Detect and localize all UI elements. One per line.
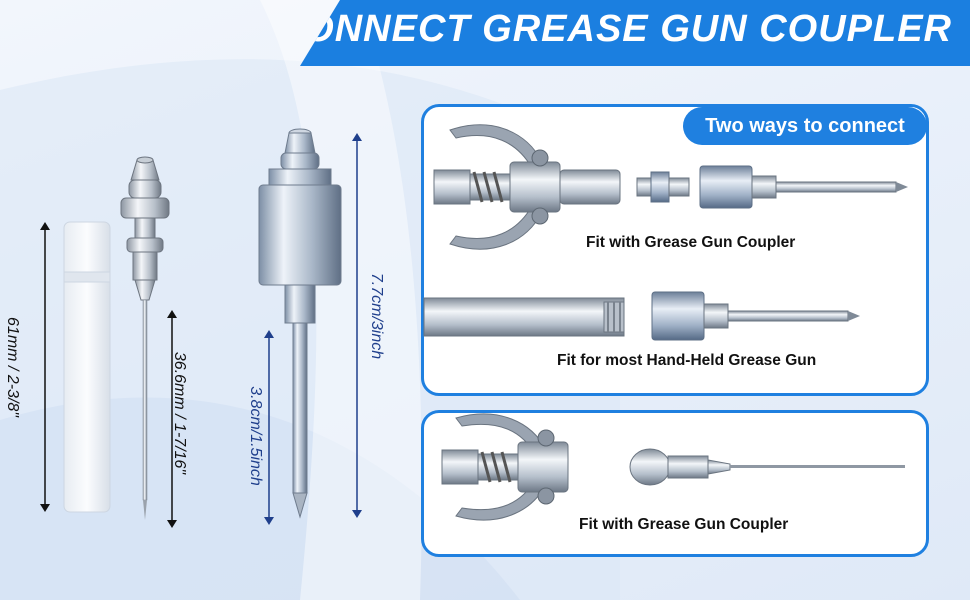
hand-held-gun-assembly	[423, 291, 860, 341]
caption-fit-coupler-2: Fit with Grease Gun Coupler	[579, 516, 789, 533]
coupler-assembly-1	[433, 124, 908, 250]
connection-panel-bottom	[421, 410, 929, 557]
needle-nozzle	[120, 156, 170, 520]
nozzle-total-dimension-line	[352, 133, 362, 518]
caption-fit-coupler-1: Fit with Grease Gun Coupler	[586, 234, 796, 251]
straight-nozzle	[258, 128, 342, 519]
nozzle-tip-label: 3.8cm/1.5inch	[246, 386, 264, 486]
nozzle-total-label: 7.7cm/3inch	[368, 272, 386, 360]
tube-length-label: 61mm / 2-3/8"	[3, 317, 21, 417]
needle-dimension-line	[167, 310, 177, 528]
connection-panel-top	[421, 104, 929, 396]
tube-dimension-line	[40, 222, 50, 512]
caption-hand-held-gun: Fit for most Hand-Held Grease Gun	[557, 352, 817, 369]
coupler-assembly-2	[441, 413, 905, 521]
nozzle-tip-dimension-line	[264, 330, 274, 525]
needle-length-label: 36.6mm / 1-7/16"	[171, 351, 189, 475]
title-banner: CONNECT GREASE GUN COUPLER	[300, 0, 970, 66]
protective-tube	[63, 221, 111, 513]
banner-title: CONNECT GREASE GUN COUPLER	[275, 8, 952, 50]
two-ways-pill: Two ways to connect	[683, 107, 927, 145]
